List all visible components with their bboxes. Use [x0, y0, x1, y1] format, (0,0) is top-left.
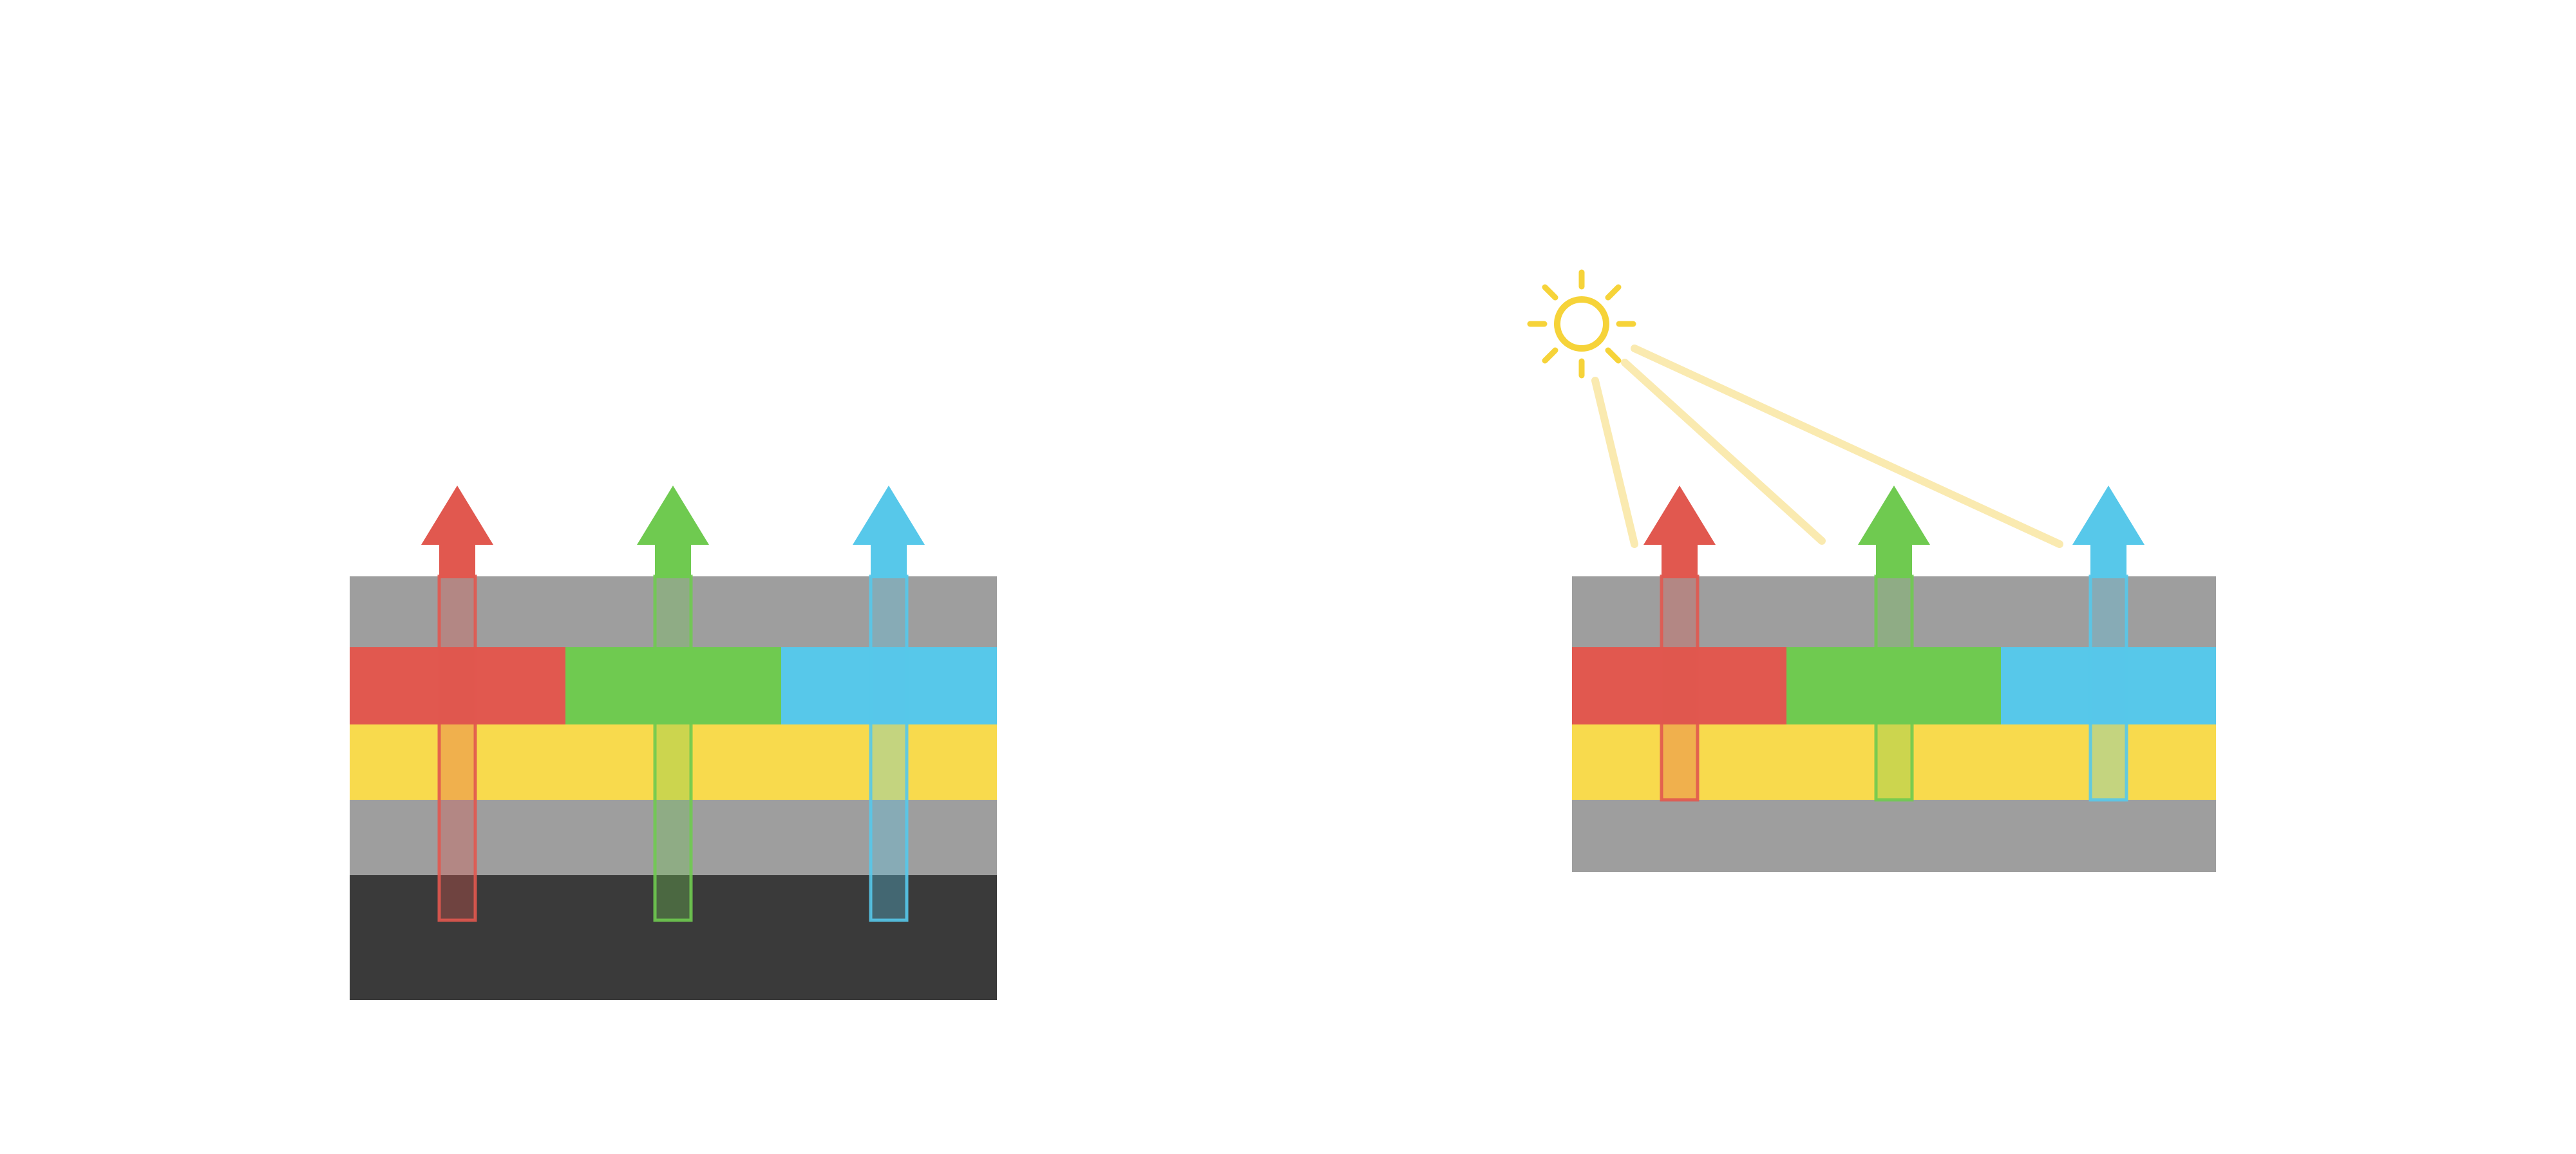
left-layer-top-gray	[350, 576, 997, 647]
sun-core	[1554, 296, 1609, 352]
left-stack-diagram	[350, 486, 997, 1000]
right-arrow-cyan-shaft	[2088, 574, 2128, 802]
sunbeam-left	[1591, 377, 1638, 548]
left-layer-dark-backlight	[350, 875, 997, 1000]
right-subpixel-red	[1572, 647, 1786, 724]
left-arrow-green	[637, 486, 709, 922]
left-arrow-cyan-head	[853, 486, 925, 545]
left-arrow-cyan	[853, 486, 925, 922]
right-arrow-cyan-neck	[2090, 542, 2126, 578]
right-layer-bottom-gray	[1572, 800, 2216, 872]
right-arrow-green	[1858, 486, 1930, 802]
sunbeam-right	[1631, 345, 2063, 548]
left-arrow-red-shaft	[437, 574, 477, 922]
right-arrow-red-head	[1643, 486, 1716, 545]
right-arrow-cyan	[2072, 486, 2145, 802]
right-arrow-green-neck	[1876, 542, 1912, 578]
right-arrow-red-neck	[1662, 542, 1698, 578]
left-arrow-cyan-shaft	[869, 574, 909, 922]
left-subpixel-cyan	[781, 647, 997, 724]
sun-ray-ticks	[1527, 269, 1636, 379]
right-arrow-green-shaft	[1874, 574, 1914, 802]
right-stack-diagram	[1527, 269, 2216, 872]
sun-icon	[1527, 269, 1636, 379]
left-arrow-green-shaft	[653, 574, 693, 922]
sunbeam-middle	[1621, 359, 1826, 545]
left-arrow-green-head	[637, 486, 709, 545]
right-arrow-green-head	[1858, 486, 1930, 545]
right-layer-top-gray	[1572, 576, 2216, 647]
right-arrow-red-shaft	[1660, 574, 1700, 802]
left-arrow-red-head	[421, 486, 493, 545]
left-arrow-green-neck	[655, 542, 691, 578]
right-subpixel-green	[1786, 647, 2001, 724]
right-subpixel-cyan	[2001, 647, 2216, 724]
sunbeams	[1591, 345, 2063, 548]
right-arrow-red	[1643, 486, 1716, 802]
right-layer-yellow	[1572, 724, 2216, 800]
left-subpixel-green	[565, 647, 781, 724]
left-layer-bottom-gray	[350, 800, 997, 875]
left-arrow-cyan-neck	[871, 542, 907, 578]
left-subpixel-red	[350, 647, 565, 724]
left-arrow-red-neck	[439, 542, 475, 578]
right-arrow-cyan-head	[2072, 486, 2145, 545]
left-arrow-red	[421, 486, 493, 922]
left-layer-yellow	[350, 724, 997, 800]
